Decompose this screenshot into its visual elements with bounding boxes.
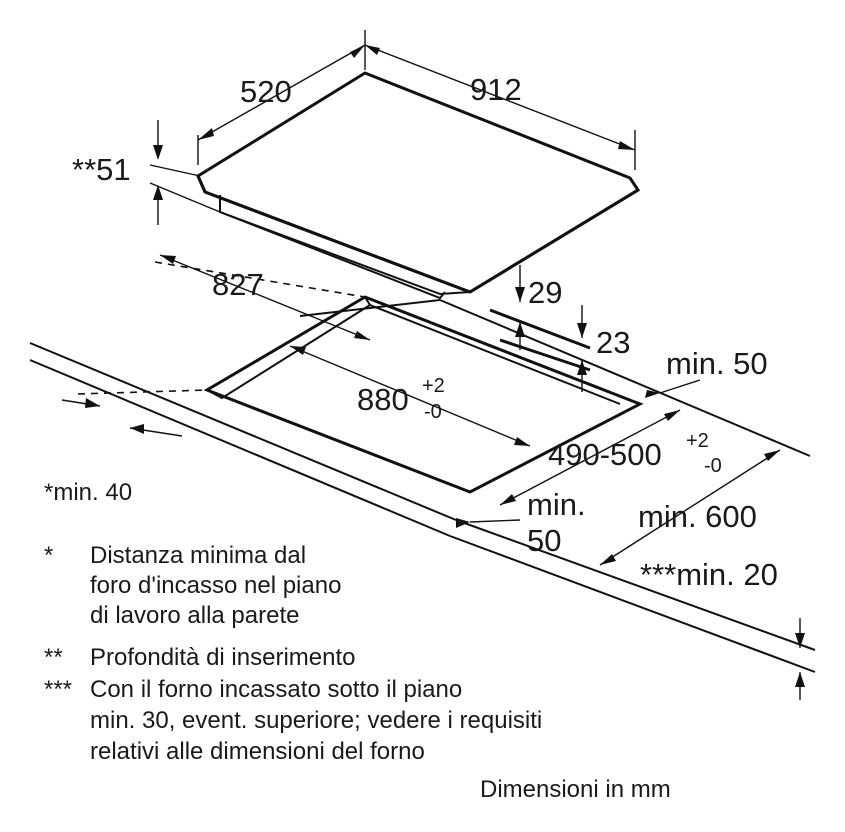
dim-912-line xyxy=(364,44,636,151)
note-3-line-3: relativi alle dimensioni del forno xyxy=(90,738,425,765)
cutout-depth-tol-plus: +2 xyxy=(686,430,709,452)
worktop-rear-edge xyxy=(439,299,811,457)
arrowheads xyxy=(85,45,805,687)
cutout-inner-left xyxy=(206,304,371,400)
dim-520-line xyxy=(197,44,366,141)
hob-depth-label: 520 xyxy=(240,74,292,109)
cutout-dashed-label: 827 xyxy=(212,267,264,302)
dim-min-50-rear: min. 50 xyxy=(469,487,586,558)
cutout-width-tol-plus: +2 xyxy=(422,375,445,397)
cutout xyxy=(77,261,644,494)
frame-height-label: 23 xyxy=(596,325,630,360)
note-1-line-2: foro d'incasso nel piano xyxy=(90,572,341,599)
min-worktop-label: min. 600 xyxy=(638,499,757,534)
insertion-depth-label: **51 xyxy=(72,152,131,187)
units-caption: Dimensioni in mm xyxy=(480,776,671,803)
cutout-depth-label: 490-500 xyxy=(548,437,662,472)
cutout-dashed-projection xyxy=(154,261,366,298)
cutout-width-label: 880 xyxy=(357,382,409,417)
cutout-width-tol-minus: -0 xyxy=(424,401,442,423)
dim-827: 827 xyxy=(159,254,371,341)
note-1-line-3: di lavoro alla parete xyxy=(90,602,299,629)
cutout-dashed-front xyxy=(77,389,208,395)
dim-600-line xyxy=(599,449,781,566)
note-2-line-1: Profondità di inserimento xyxy=(90,644,355,671)
dim-min-50-front: min. 50 xyxy=(659,346,768,394)
hob-width-label: 912 xyxy=(470,72,522,107)
dim-520: 520 xyxy=(197,44,366,165)
cutout-depth-tol-minus: -0 xyxy=(704,455,722,477)
dim-827-line xyxy=(159,254,371,341)
min-rear-line2: 50 xyxy=(527,523,561,558)
note-2-marker: ** xyxy=(44,644,63,671)
min-front-label: min. 50 xyxy=(666,346,768,381)
hob-frame-bottom xyxy=(219,211,446,300)
worktop xyxy=(29,299,816,673)
dim-880: 880 +2 -0 xyxy=(289,345,531,447)
dim-490-500: 490-500 +2 -0 xyxy=(499,409,722,506)
min-oven-label: ***min. 20 xyxy=(640,557,778,592)
worktop-bottom-edge-right xyxy=(449,535,816,673)
worktop-front-edge-top xyxy=(29,342,457,521)
glass-thickness-label: 29 xyxy=(528,275,562,310)
dim-51: **51 xyxy=(72,120,221,225)
note-1-line-1: Distanza minima dal xyxy=(90,542,306,569)
worktop-rear-left xyxy=(299,299,441,317)
dim-490-line xyxy=(499,409,681,506)
note-3-marker: *** xyxy=(44,676,72,703)
dim-912: 912 xyxy=(364,30,636,170)
min-rear-line1: min. xyxy=(527,487,586,522)
dim-min-20: ***min. 20 xyxy=(640,557,801,700)
note-3-line-2: min. 30, event. superiore; vedere i requ… xyxy=(90,707,542,734)
notes: * Distanza minima dal foro d'incasso nel… xyxy=(44,542,671,803)
worktop-front-edge-right xyxy=(455,519,816,651)
cutout-outline xyxy=(203,295,644,494)
note-3-line-1: Con il forno incassato sotto il piano xyxy=(90,676,462,703)
worktop-front-edge-bottom xyxy=(29,359,451,537)
hob-glass-edge xyxy=(196,175,639,294)
hob-frame xyxy=(219,195,471,296)
min-wall-label: *min. 40 xyxy=(44,479,132,506)
note-1-marker: * xyxy=(44,542,53,569)
dim-880-line xyxy=(289,345,531,447)
dim-min-600: min. 600 xyxy=(599,449,781,566)
